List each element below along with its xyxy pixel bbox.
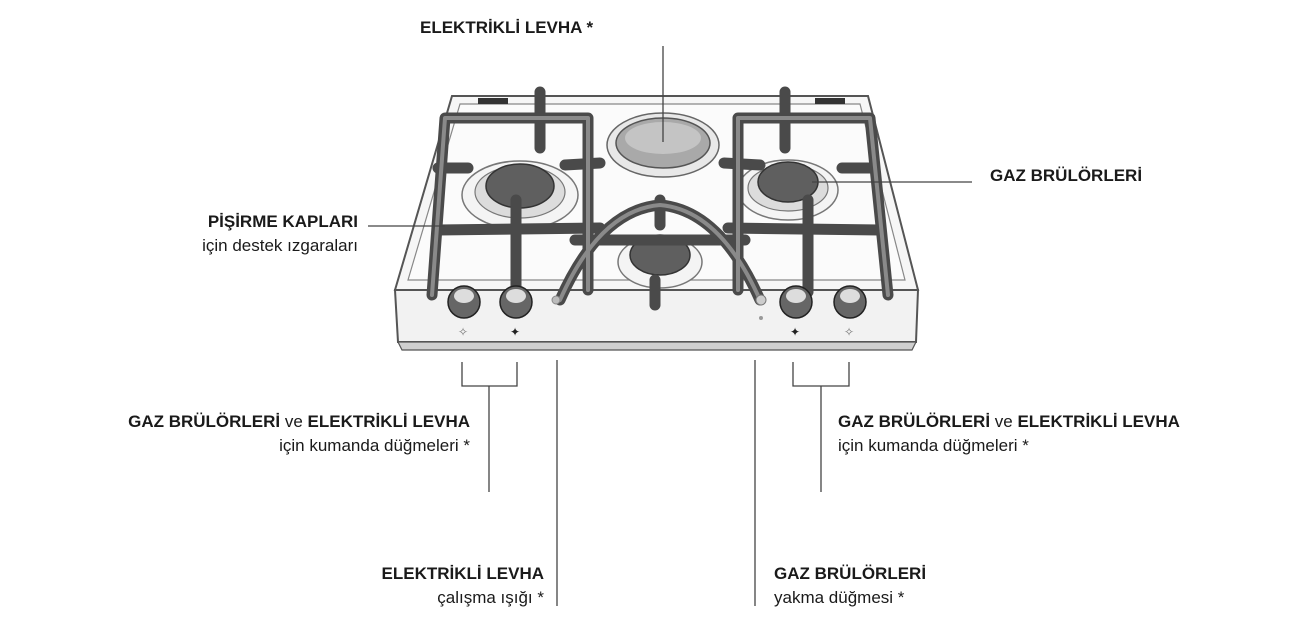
label-ignition: GAZ BRÜLÖRLERİ yakma düğmesi * (774, 564, 927, 607)
label-electric-plate: ELEKTRİKLİ LEVHA * (420, 18, 594, 37)
svg-text:✦: ✦ (510, 325, 520, 339)
label-pan-supports: PİŞİRME KAPLARI için destek ızgaraları (202, 212, 358, 255)
leader-knobs-left (461, 362, 518, 492)
control-knobs-left: ✧ ✦ (447, 285, 533, 339)
svg-text:✧: ✧ (458, 325, 468, 339)
svg-text:✦: ✦ (790, 325, 800, 339)
ignition-button-dot (759, 316, 763, 320)
label-knobs-left: GAZ BRÜLÖRLERİ ve ELEKTRİKLİ LEVHA için … (128, 412, 470, 455)
ignition-button (755, 294, 767, 306)
leader-lines (368, 46, 972, 606)
label-gas-burners: GAZ BRÜLÖRLERİ (990, 166, 1143, 185)
indicator-light (551, 295, 561, 305)
gas-burner-left (461, 160, 579, 230)
svg-text:✧: ✧ (844, 325, 854, 339)
label-knobs-right: GAZ BRÜLÖRLERİ ve ELEKTRİKLİ LEVHA için … (838, 412, 1180, 455)
control-knobs-right: ✦ ✧ (779, 285, 867, 339)
leader-knobs-right (792, 362, 850, 492)
pan-support-grates (426, 86, 894, 311)
label-indicator-light: ELEKTRİKLİ LEVHA çalışma ışığı * (381, 564, 544, 607)
